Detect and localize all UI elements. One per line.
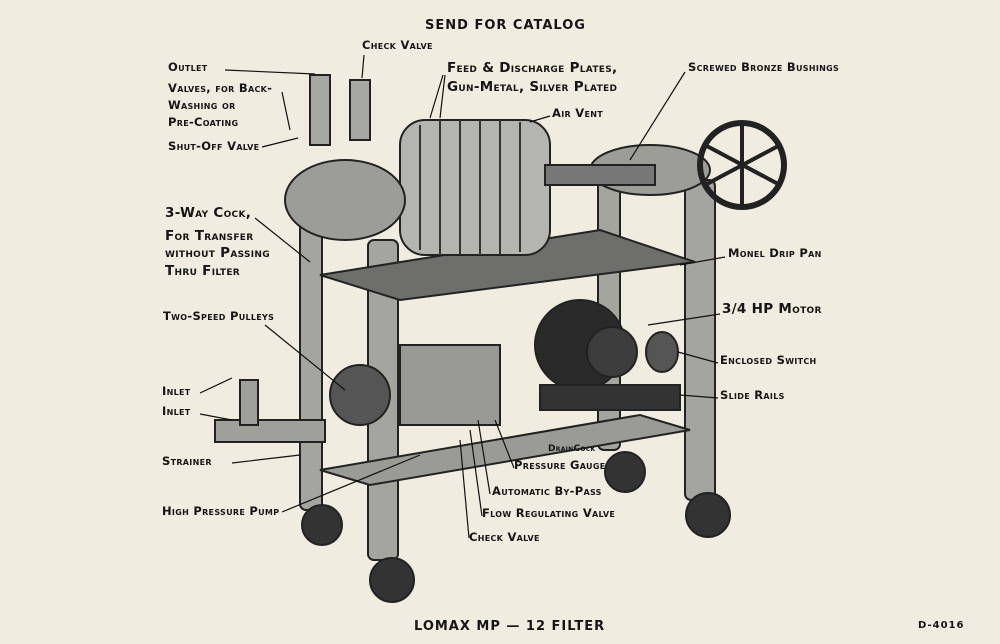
header-text: SEND FOR CATALOG — [425, 18, 586, 33]
label-inlet-1: Inlet — [162, 384, 191, 398]
label-strainer: Strainer — [162, 454, 212, 468]
label-cock-2: For Transfer — [165, 228, 254, 244]
label-cock-3: without Passing — [165, 245, 270, 261]
label-drip-pan: Monel Drip Pan — [728, 246, 822, 260]
label-check-valve-top: Check Valve — [362, 38, 433, 52]
label-valves-1: Valves, for Back- — [168, 81, 273, 95]
label-outlet: Outlet — [168, 60, 208, 74]
label-valves-2: Washing or — [168, 98, 236, 112]
label-cock-4: Thru Filter — [165, 263, 241, 279]
label-plates-1: Feed & Discharge Plates, — [447, 60, 618, 76]
label-bypass: Automatic By-Pass — [492, 484, 602, 498]
label-flow-valve: Flow Regulating Valve — [482, 506, 616, 520]
label-motor: 3/4 HP Motor — [722, 301, 822, 317]
label-air-vent: Air Vent — [552, 106, 603, 120]
label-switch: Enclosed Switch — [720, 353, 817, 367]
label-draincock: DrainCock — [548, 444, 596, 454]
label-check-valve-bottom: Check Valve — [469, 530, 540, 544]
label-cock-1: 3-Way Cock, — [165, 205, 252, 221]
label-slide-rails: Slide Rails — [720, 388, 785, 402]
label-valves-3: Pre-Coating — [168, 115, 239, 129]
label-bushings: Screwed Bronze Bushings — [688, 60, 840, 74]
label-pulleys: Two-Speed Pulleys — [163, 309, 275, 323]
footer-title: LOMAX MP — 12 FILTER — [414, 619, 606, 634]
label-pressure-gauge: Pressure Gauge — [514, 458, 606, 472]
catalog-code: D-4016 — [918, 620, 965, 631]
label-plates-2: Gun-Metal, Silver Plated — [447, 79, 618, 95]
label-inlet-2: Inlet — [162, 404, 191, 418]
label-pump: High Pressure Pump — [162, 504, 280, 518]
label-shutoff-valve: Shut-Off Valve — [168, 139, 260, 153]
